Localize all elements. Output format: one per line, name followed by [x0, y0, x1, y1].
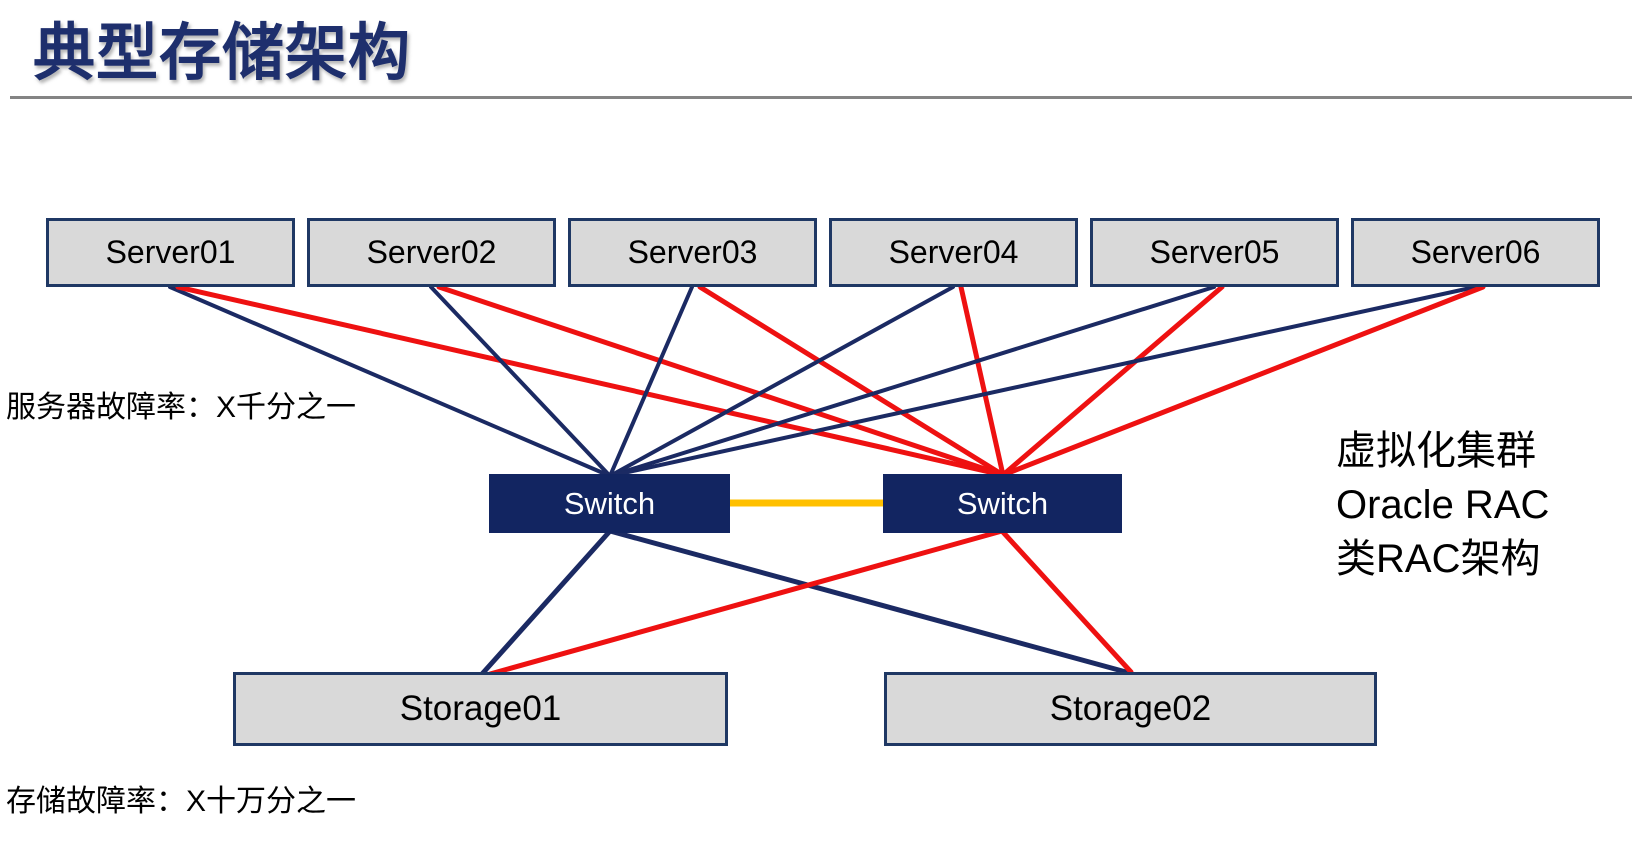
switch1-node: Switch	[489, 474, 730, 533]
switch1-label: Switch	[563, 485, 656, 521]
server04-label: Server04	[888, 234, 1019, 270]
link-server01-switch1	[168, 285, 612, 478]
link-server02-switch2	[436, 284, 1006, 478]
title-divider	[10, 96, 1632, 99]
cluster-note: 虚拟化集群 Oracle RAC 类RAC架构	[1336, 424, 1549, 586]
link-server01-switch2	[175, 284, 1006, 478]
switch2-label: Switch	[956, 485, 1049, 521]
server02-node: Server02	[307, 218, 556, 287]
server04-node: Server04	[829, 218, 1078, 287]
server06-node: Server06	[1351, 218, 1600, 287]
storage02-node: Storage02	[884, 672, 1377, 746]
storage02-label: Storage02	[1049, 689, 1212, 728]
server05-label: Server05	[1149, 234, 1280, 270]
storage01-node: Storage01	[233, 672, 728, 746]
server02-label: Server02	[366, 234, 497, 270]
storage-failure-rate-note: 存储故障率：X十万分之一	[6, 785, 357, 818]
server05-node: Server05	[1090, 218, 1339, 287]
page-title: 典型存储架构	[33, 19, 412, 88]
link-server04-switch2	[958, 284, 1006, 478]
server03-node: Server03	[568, 218, 817, 287]
link-server04-switch1	[608, 285, 955, 478]
link-server03-switch2	[697, 284, 1006, 478]
link-server03-switch1	[608, 285, 694, 478]
server01-node: Server01	[46, 218, 295, 287]
link-server05-switch2	[1000, 284, 1225, 478]
cluster-note-line-2: Oracle RAC	[1336, 483, 1550, 527]
cluster-note-line-1: 虚拟化集群	[1336, 429, 1536, 473]
server03-label: Server03	[627, 234, 758, 270]
cluster-note-line-3: 类RAC架构	[1336, 537, 1541, 581]
link-switch1-storage02	[607, 528, 1129, 675]
server01-label: Server01	[105, 234, 236, 270]
link-switch2-storage02	[999, 528, 1134, 675]
server06-label: Server06	[1410, 234, 1541, 270]
link-switch1-storage01	[479, 528, 613, 677]
storage01-label: Storage01	[399, 689, 562, 728]
link-server06-switch1	[608, 285, 1477, 478]
link-server02-switch1	[429, 285, 612, 478]
switch2-node: Switch	[883, 474, 1122, 533]
server-failure-rate-note: 服务器故障率：X千分之一	[6, 391, 357, 424]
link-server06-switch2	[1000, 284, 1486, 478]
link-switch2-storage01	[487, 528, 1005, 677]
link-server05-switch1	[608, 285, 1216, 478]
